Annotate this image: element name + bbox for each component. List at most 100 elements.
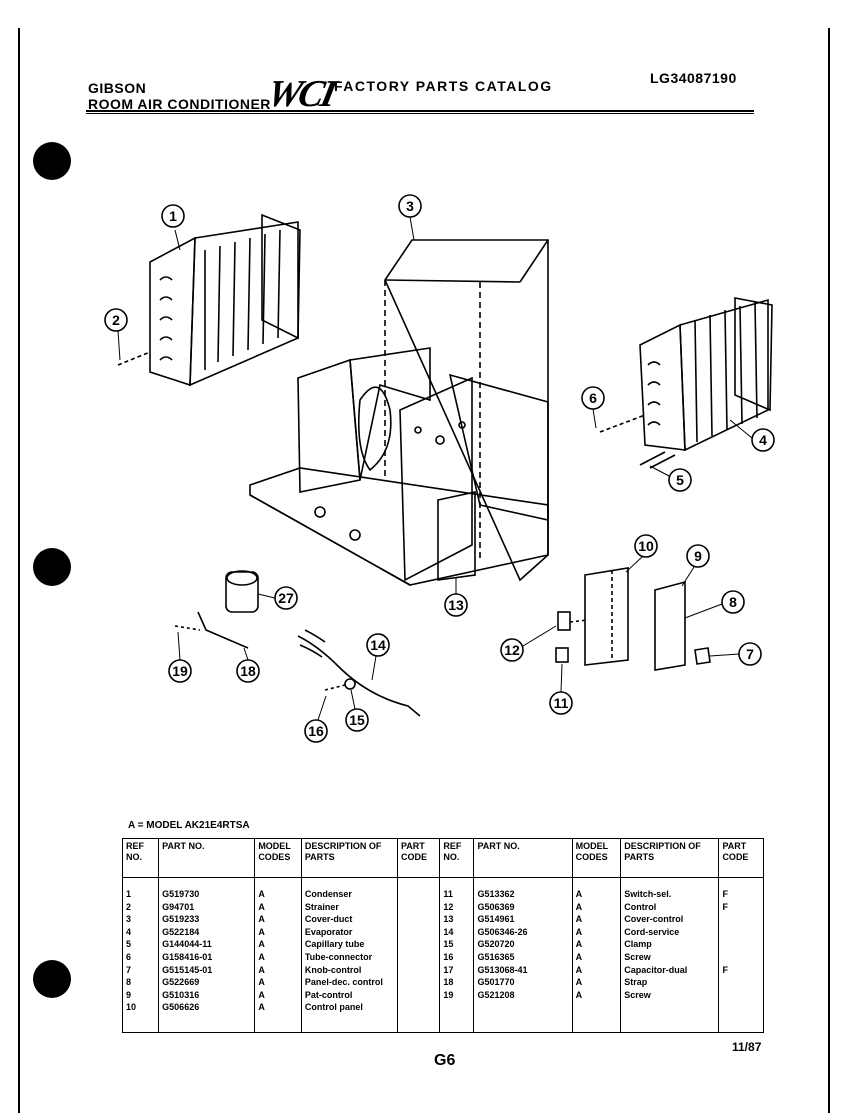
svg-text:1: 1 — [169, 208, 177, 224]
parts-row-right-part: G521208 — [477, 989, 515, 1000]
parts-row-left-model: A — [258, 901, 265, 912]
parts-row-left-ref: 5 — [126, 939, 132, 950]
parts-row-right-ref: 17 — [443, 964, 454, 975]
parts-row-right-part: G501770 — [477, 977, 515, 988]
control-panel-drawing — [555, 567, 711, 671]
parts-row-left-desc: Evaporator — [304, 926, 353, 937]
parts-row-right-part: G520720 — [477, 939, 515, 950]
parts-row-left-model: A — [258, 926, 265, 937]
parts-row-right-code — [722, 989, 760, 1002]
parts-row-left-desc: Pat-control — [304, 989, 353, 1000]
parts-row-right-ref: 19 — [443, 989, 454, 1000]
col-header-part: PART NO. — [158, 838, 256, 878]
cabinet-drawing — [249, 239, 549, 586]
parts-row-left-part: G522184 — [162, 926, 200, 937]
parts-row-left-model: A — [258, 939, 265, 950]
svg-text:6: 6 — [589, 390, 597, 406]
catalog-title: FACTORY PARTS CATALOG — [334, 78, 553, 94]
parts-row-left-ref: 2 — [126, 901, 132, 912]
callout-16: 16 — [304, 695, 328, 743]
parts-row-left-desc: Panel-dec. control — [304, 977, 383, 988]
parts-row-left-desc: Condenser — [304, 889, 352, 899]
callout-15: 15 — [345, 689, 369, 732]
parts-row-right-part: G506346-26 — [477, 926, 528, 937]
parts-row-left-part: G519730 — [162, 889, 200, 899]
parts-row-right-part: G516365 — [477, 951, 515, 962]
parts-row-right-model: A — [575, 901, 583, 912]
condenser-drawing — [117, 213, 301, 387]
parts-row-right-part: G513362 — [477, 889, 515, 899]
parts-row-left-ref: 7 — [126, 964, 132, 975]
parts-row-left-code — [401, 913, 436, 926]
parts-row-left-model: A — [258, 989, 265, 1000]
svg-text:19: 19 — [172, 663, 188, 679]
diagram-linework — [117, 213, 773, 717]
parts-row-right-ref: 16 — [443, 951, 454, 962]
parts-row-left-desc: Cover-duct — [304, 914, 353, 925]
parts-row-left-part: G515145-01 — [162, 964, 213, 975]
parts-row-right-model: A — [575, 951, 583, 962]
catalog-number: LG34087190 — [650, 70, 737, 86]
parts-row-left-ref: 1 — [126, 889, 132, 899]
callout-8: 8 — [684, 590, 745, 619]
parts-row-left-code — [401, 901, 436, 914]
col-header-code-2: PART CODE — [718, 838, 764, 878]
callout-10: 10 — [625, 534, 658, 573]
parts-row-right-model: A — [575, 964, 583, 975]
svg-text:4: 4 — [759, 432, 767, 448]
callout-4: 4 — [729, 419, 775, 452]
svg-text:16: 16 — [308, 723, 324, 739]
product-subtitle: ROOM AIR CONDITIONER — [88, 96, 271, 112]
parts-row-left-part: G510316 — [162, 989, 200, 1000]
parts-row-left-desc: Capillary tube — [304, 939, 365, 950]
parts-row-right-desc: Clamp — [624, 939, 652, 950]
parts-row-left-ref: 9 — [126, 989, 132, 1000]
col-header-ref: REF NO. — [121, 838, 160, 878]
parts-table-header: REF NO. PART NO. MODEL CODES DESCRIPTION… — [121, 838, 764, 878]
parts-row-right-desc: Screw — [624, 951, 651, 962]
svg-text:14: 14 — [370, 637, 386, 653]
callout-19: 19 — [168, 631, 192, 683]
svg-text:3: 3 — [406, 198, 414, 214]
parts-row-right-ref: 13 — [443, 914, 454, 925]
parts-row-right-code — [722, 938, 760, 951]
parts-row-right-code — [722, 976, 760, 989]
parts-row-right-code — [722, 913, 760, 926]
svg-text:8: 8 — [729, 594, 737, 610]
parts-row-right-desc: Cord-service — [624, 926, 680, 937]
parts-row-right-model: A — [575, 989, 583, 1000]
callout-6: 6 — [581, 386, 605, 429]
parts-row-left-part: G158416-01 — [162, 951, 213, 962]
parts-row-right-code: F — [722, 964, 728, 975]
col-header-model: MODEL CODES — [254, 838, 302, 878]
svg-text:7: 7 — [746, 646, 754, 662]
callout-18: 18 — [236, 647, 260, 683]
parts-row-left-code — [401, 1001, 436, 1014]
callout-14: 14 — [366, 633, 390, 681]
brand-name: GIBSON — [88, 80, 147, 96]
parts-row-left-desc: Knob-control — [304, 964, 362, 975]
parts-row-left-model: A — [258, 914, 265, 925]
parts-row-left-model: A — [258, 889, 265, 899]
page-border — [18, 28, 830, 1113]
parts-row-left-desc: Control panel — [304, 1002, 363, 1013]
parts-row-left-desc: Tube-connector — [304, 951, 373, 962]
parts-row-right-desc: Capacitor-dual — [624, 964, 688, 975]
parts-row-right-ref: 14 — [443, 926, 454, 937]
col-header-desc: DESCRIPTION OF PARTS — [300, 838, 398, 878]
parts-row-left-part: G144044-11 — [162, 939, 212, 950]
parts-row-left-ref: 4 — [126, 926, 132, 937]
binder-hole-middle — [33, 548, 71, 586]
col-header-desc-2: DESCRIPTION OF PARTS — [620, 838, 720, 878]
parts-row-left-code — [401, 989, 436, 1002]
callout-7: 7 — [709, 642, 762, 666]
parts-row-left-ref: 10 — [126, 1002, 137, 1013]
parts-row-left-model: A — [258, 1002, 265, 1013]
svg-text:18: 18 — [240, 663, 256, 679]
